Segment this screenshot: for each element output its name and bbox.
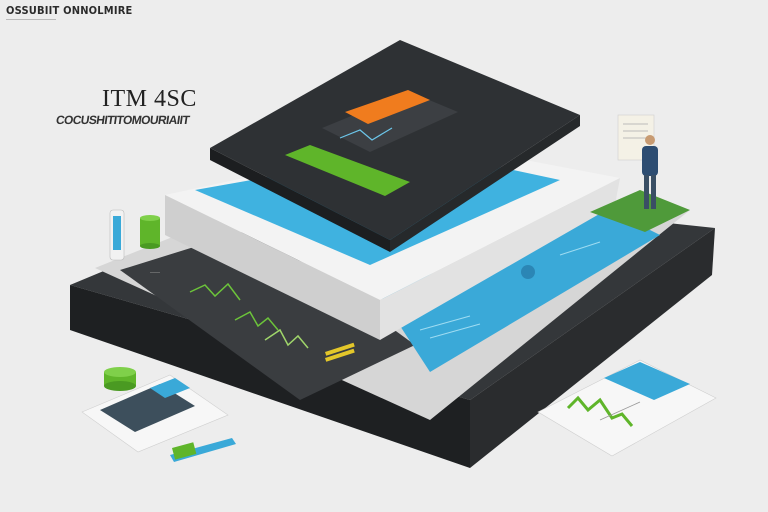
green-patch bbox=[590, 190, 690, 232]
chart-panel: —— bbox=[120, 228, 415, 400]
corner-title: OSSUBIIT ONNOLMIRE bbox=[6, 4, 133, 17]
top-block bbox=[210, 40, 580, 252]
floating-big-label: ITM 4SC bbox=[102, 86, 197, 112]
blue-screen bbox=[380, 205, 660, 372]
corner-subtitle: —————————— bbox=[6, 17, 56, 23]
cylinder-icon bbox=[104, 367, 136, 391]
svg-text:——: —— bbox=[150, 270, 160, 276]
report-icon bbox=[537, 359, 717, 457]
pen-icon bbox=[170, 438, 236, 462]
cylinder-icon bbox=[140, 215, 160, 249]
phone-icon bbox=[109, 209, 125, 261]
person-icon bbox=[617, 114, 658, 209]
document-icon bbox=[81, 374, 229, 453]
